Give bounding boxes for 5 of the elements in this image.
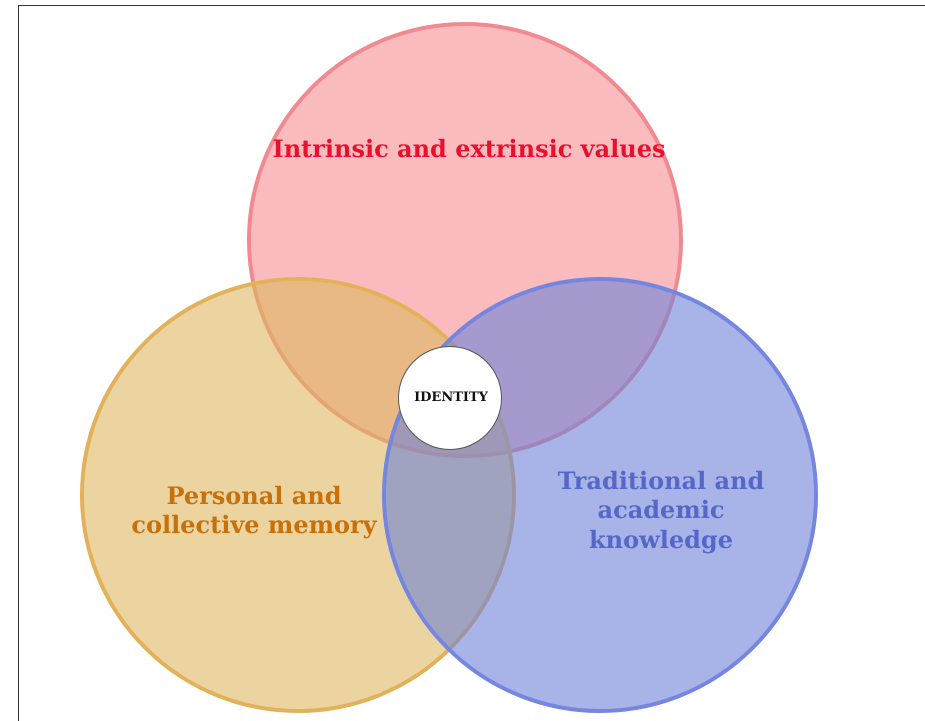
center-circle [398, 346, 502, 450]
circle-label: IDENTITY [413, 390, 489, 406]
circle-label: Intrinsic and extrinsic values [271, 134, 667, 164]
circle-label: Personal and collective memory [130, 481, 378, 540]
circle-label: Traditional and academic knowledge [556, 466, 766, 554]
